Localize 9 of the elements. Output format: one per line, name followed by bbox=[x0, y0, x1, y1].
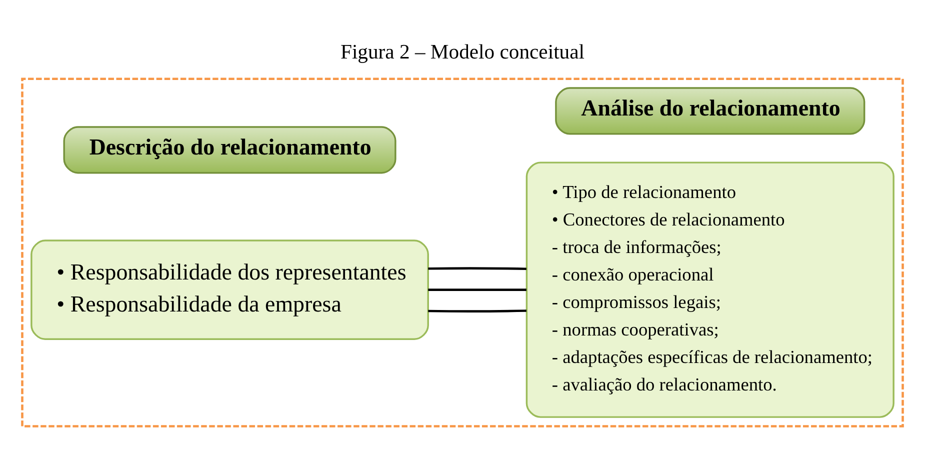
node-box: Análise do relacionamento bbox=[555, 86, 866, 134]
connector bbox=[428, 309, 526, 312]
connector bbox=[428, 266, 526, 270]
connector bbox=[428, 288, 526, 290]
node-box: Descrição do relacionamento bbox=[63, 126, 396, 174]
node-box: • Tipo de relacionamento • Conectores de relacionamento - troca de informações; - conexão operacional - compromissos legais; - normas cooperativas; - adaptações específicas de relacionamento; - avaliação do relacionamento. bbox=[526, 161, 894, 418]
diagram-title: Figura 2 – Modelo conceitual bbox=[340, 41, 585, 64]
node-box: • Responsabilidade dos representantes • Responsabilidade da empresa bbox=[30, 239, 429, 340]
cluster bbox=[21, 77, 904, 427]
